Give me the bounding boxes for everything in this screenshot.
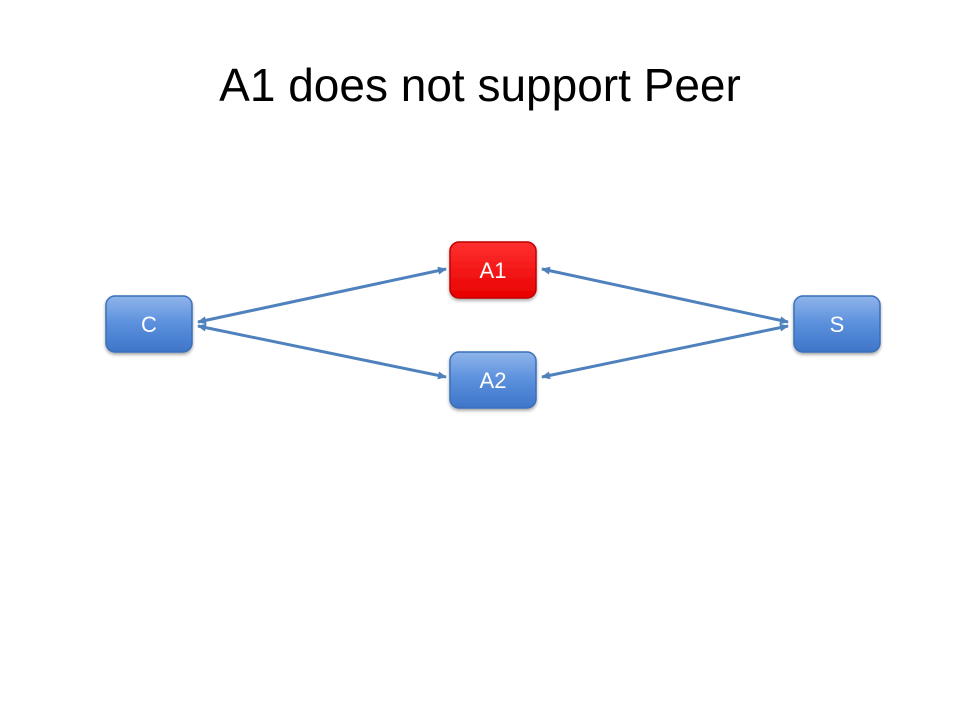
node-c-label: C [141,312,157,337]
node-a2-label: A2 [480,368,507,393]
node-a2: A2 [449,351,537,409]
edge-a1-s [541,266,789,325]
edge-c-a2 [197,323,447,380]
node-s: S [793,295,881,353]
slide-title: A1 does not support Peer [219,59,741,111]
edge-c-a1 [197,266,447,325]
node-a1-label: A1 [480,258,507,283]
node-a1: A1 [449,241,537,299]
node-s-label: S [830,312,845,337]
edge-a2-s [541,323,789,380]
node-c: C [105,295,193,353]
